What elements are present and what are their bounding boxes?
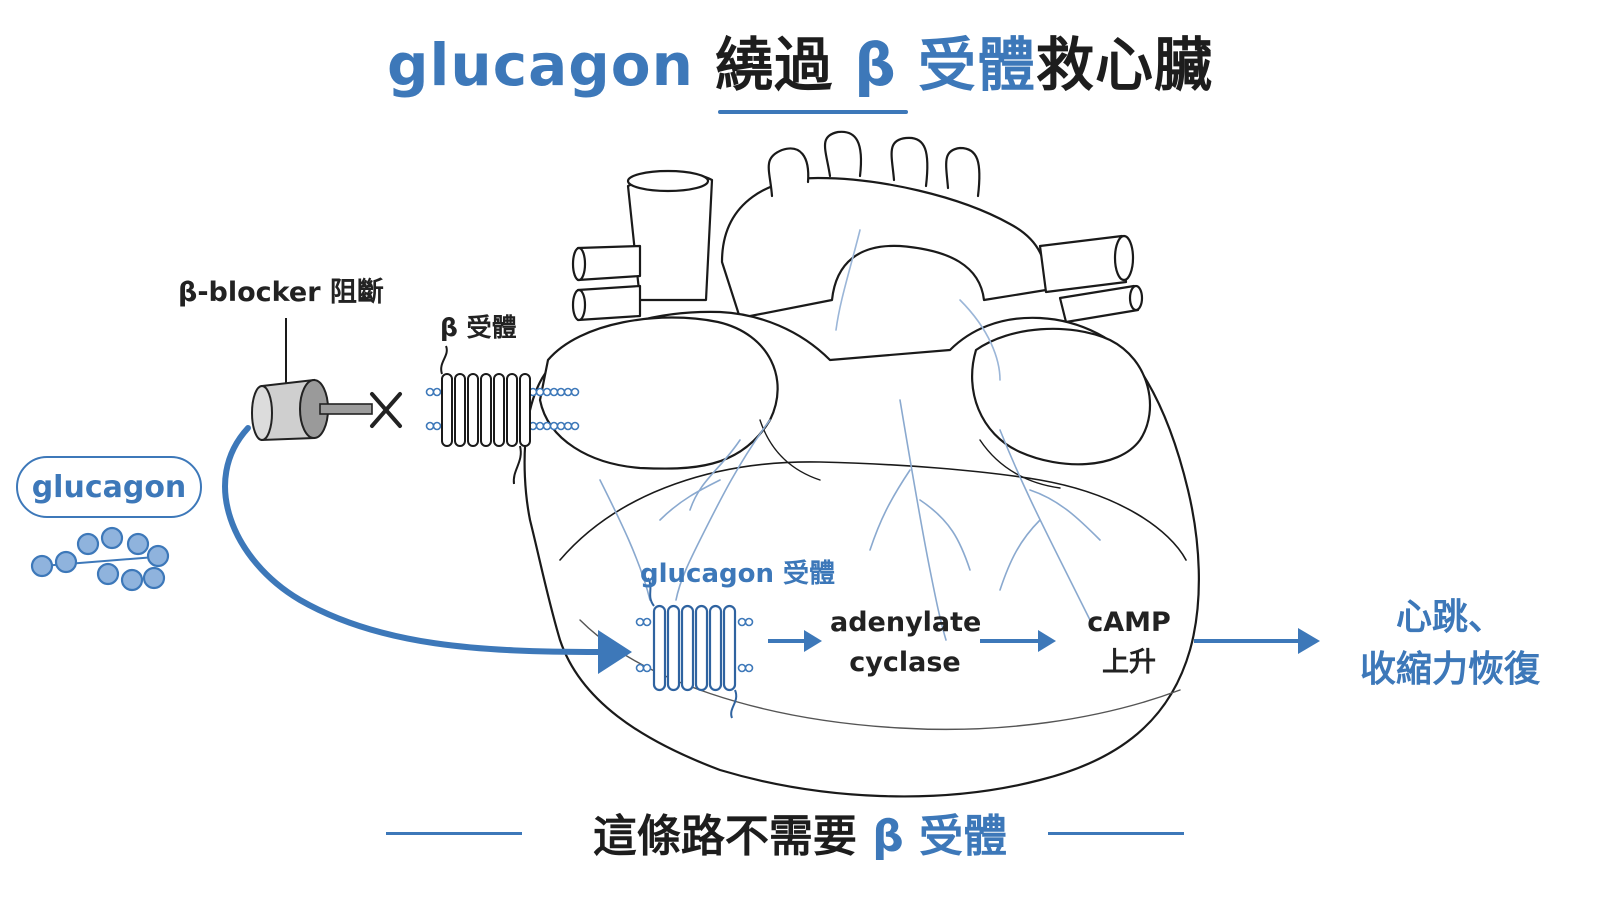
glucagon-pathway-arrow xyxy=(222,425,603,655)
heart-illustration xyxy=(523,130,1200,798)
title-bypass: 繞過 xyxy=(693,31,855,99)
adenylate-line2: cyclase xyxy=(849,647,961,678)
title-beta-receptor: β 受體 xyxy=(854,31,1036,99)
title-underline xyxy=(718,110,908,114)
bottom-caption-main: 這條路不需要 xyxy=(592,811,873,862)
glucagon-molecule-icon xyxy=(30,526,170,592)
beta-receptor-label: β 受體 xyxy=(440,313,517,342)
glucagon-receptor-label: glucagon 受體 xyxy=(640,559,836,589)
pathway-arrowhead xyxy=(598,630,632,674)
camp-line2: 上升 xyxy=(1102,647,1156,678)
adenylate-line1: adenylate xyxy=(830,607,982,638)
glucagon-badge-text: glucagon xyxy=(31,469,187,505)
bottom-rule-right xyxy=(1048,832,1184,835)
coronary-vessels xyxy=(599,229,1101,641)
bottom-caption: 這條路不需要 β 受體 xyxy=(0,800,1600,864)
camp-label: cAMP 上升 xyxy=(1086,603,1172,683)
adenylate-cyclase-label: adenylate cyclase xyxy=(830,603,982,683)
glucagon-receptor-icon xyxy=(635,577,754,719)
bottom-rule-left xyxy=(386,832,522,835)
bottom-caption-beta: β 受體 xyxy=(872,811,1008,862)
result-line2: 收縮力恢復 xyxy=(1359,649,1540,690)
beta-receptor-icon xyxy=(425,345,580,485)
block-x-icon xyxy=(370,392,402,428)
page-title: glucagon 繞過 β 受體救心臟 xyxy=(0,18,1600,102)
title-save-heart: 救心臟 xyxy=(1035,31,1213,99)
glucagon-badge: glucagon xyxy=(16,456,202,518)
camp-line1: cAMP xyxy=(1087,607,1171,638)
blocker-cylinder-icon xyxy=(251,378,373,442)
arrow-icon xyxy=(768,628,1320,654)
result-line1: 心跳、 xyxy=(1395,597,1504,638)
blocker-label: β-blocker 阻斷 xyxy=(178,277,384,308)
result-label: 心跳、 收縮力恢復 xyxy=(1340,592,1560,696)
title-glucagon: glucagon xyxy=(387,31,694,99)
